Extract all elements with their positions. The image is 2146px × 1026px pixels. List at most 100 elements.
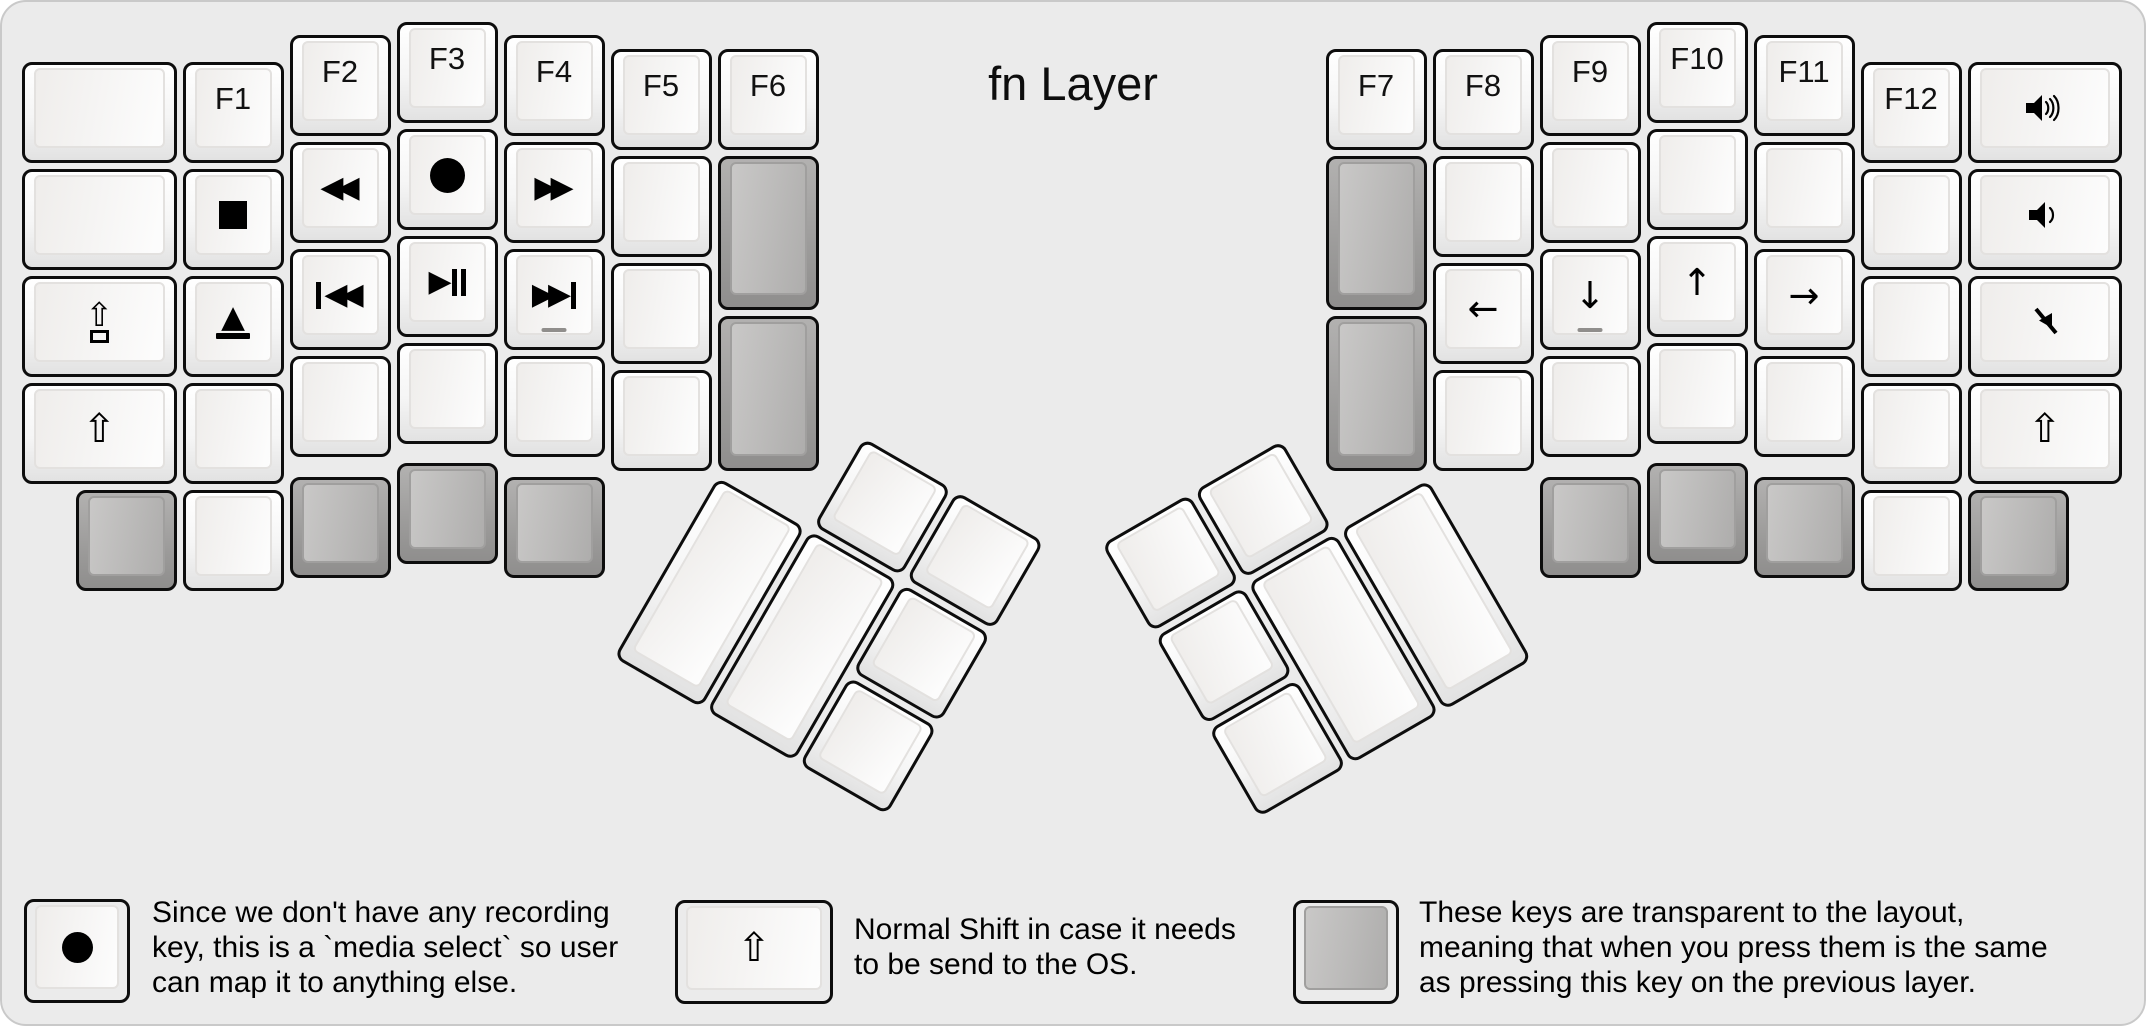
keycap-surface: [1207, 451, 1314, 560]
key-f7: F7: [1325, 48, 1427, 150]
shift-icon: ⇧: [2027, 406, 2062, 453]
keycap-surface: [194, 389, 272, 470]
keycap-surface: F8: [1444, 54, 1522, 135]
keycap-surface: ▶▶: [515, 148, 593, 229]
caps-lock-icon: ⇧: [85, 298, 113, 344]
keycap-surface: ⇧: [34, 282, 165, 363]
key-label: F3: [428, 41, 466, 76]
record-icon: [429, 157, 465, 193]
key-label: F6: [749, 67, 787, 103]
keycap-surface: [622, 161, 700, 242]
key-blank: [1539, 356, 1641, 458]
key-transparent: [1967, 490, 2069, 592]
keycap-surface: [1765, 148, 1843, 229]
legend-key-shift: ⇧: [675, 900, 833, 1004]
key-f9: F9: [1539, 35, 1641, 137]
key-transparent: [289, 476, 391, 578]
key-stop: [182, 169, 284, 271]
key-f1: F1: [182, 62, 284, 164]
keycap-surface: →: [1765, 255, 1843, 336]
keycap-surface: [622, 268, 700, 349]
keycap-surface: F6: [729, 54, 807, 135]
key-blank: [503, 356, 605, 458]
keycap-surface: [1444, 161, 1522, 242]
keycap-surface: ←: [1444, 268, 1522, 349]
key-f10: F10: [1646, 22, 1748, 123]
keycap-surface: F5: [622, 54, 700, 135]
key-f2: F2: [289, 35, 391, 137]
key-f11: F11: [1753, 35, 1855, 137]
keycap-surface: [194, 496, 272, 577]
fast-forward-icon: ▶▶: [534, 170, 573, 206]
keycap-surface: [1872, 282, 1950, 363]
keycap-surface: ⇧: [1979, 389, 2110, 470]
keycap-surface: ↓: [1551, 255, 1629, 336]
keycap-surface: [1444, 375, 1522, 456]
key-eject: ▲: [182, 276, 284, 378]
key-label: F4: [535, 54, 573, 90]
key-mute: [1967, 276, 2122, 378]
keycap-surface: [408, 469, 486, 550]
key-next-track: ▶▶: [503, 249, 605, 351]
key-blank: [610, 262, 712, 364]
key-volume-down: [1967, 169, 2122, 271]
mute-icon: [2034, 307, 2058, 335]
next-track-icon: ▶▶: [532, 280, 577, 310]
key-blank: [1860, 383, 1962, 485]
key-previous-track: ◀◀: [289, 249, 391, 351]
keycap-surface: [1114, 505, 1222, 614]
keycap-surface: [729, 161, 807, 296]
key-blank: [22, 62, 177, 164]
key-volume-up: [1967, 62, 2122, 164]
key-transparent: [503, 476, 605, 578]
key-f3: F3: [396, 22, 498, 123]
legend-text-record: Since we don't have any recording key, t…: [152, 896, 619, 999]
keycap-surface: ▶: [408, 242, 486, 322]
key-media-select-record: [396, 129, 498, 230]
keycap-surface: ⇧: [34, 389, 165, 470]
key-label: F10: [1670, 41, 1724, 76]
keycap-surface: [408, 349, 486, 429]
arrow-up-icon: ↑: [1681, 260, 1713, 304]
key-label: F11: [1778, 54, 1830, 90]
keycap-surface: [1872, 389, 1950, 470]
key-blank: [1860, 276, 1962, 378]
key-blank: [610, 155, 712, 257]
keycap-surface: F11: [1765, 41, 1843, 122]
keycap-surface: [1551, 148, 1629, 229]
keycap-surface: [1658, 349, 1736, 429]
keycap-surface: [1658, 469, 1736, 550]
shift-icon: ⇧: [737, 925, 771, 971]
key-transparent: [1325, 155, 1427, 311]
volume-down-icon: [2028, 202, 2054, 229]
legend-text-shift: Normal Shift in case it needs to be send…: [854, 913, 1236, 981]
keycap-surface: [515, 482, 593, 563]
keycap-surface: ⇧: [686, 906, 822, 990]
record-icon: [61, 931, 93, 963]
key-label: F2: [321, 54, 359, 90]
key-blank: [1860, 169, 1962, 271]
key-caps-lock: ⇧: [22, 276, 177, 378]
keycap-surface: [301, 362, 379, 443]
key-label: F7: [1357, 67, 1395, 103]
key-label: F12: [1884, 81, 1938, 117]
keycap-surface: [1979, 496, 2057, 577]
keycap-surface: [87, 496, 165, 577]
key-blank: [1646, 129, 1748, 230]
key-f6: F6: [717, 48, 819, 150]
key-arrow-left: ←: [1432, 262, 1534, 364]
key-arrow-up: ↑: [1646, 236, 1748, 337]
key-label: F5: [642, 67, 680, 103]
keycap-surface: F7: [1337, 54, 1415, 135]
keycap-surface: [1167, 597, 1275, 706]
key-transparent: [75, 490, 177, 592]
arrow-down-icon: ↓: [1574, 273, 1606, 317]
shift-icon: ⇧: [82, 406, 116, 453]
keycap-surface: ▲: [194, 282, 272, 363]
keycap-surface: F10: [1658, 28, 1736, 108]
key-blank: [396, 343, 498, 444]
rewind-icon: ◀◀: [320, 170, 359, 206]
legend-key-record: [24, 899, 130, 1003]
key-arrow-right: →: [1753, 249, 1855, 351]
